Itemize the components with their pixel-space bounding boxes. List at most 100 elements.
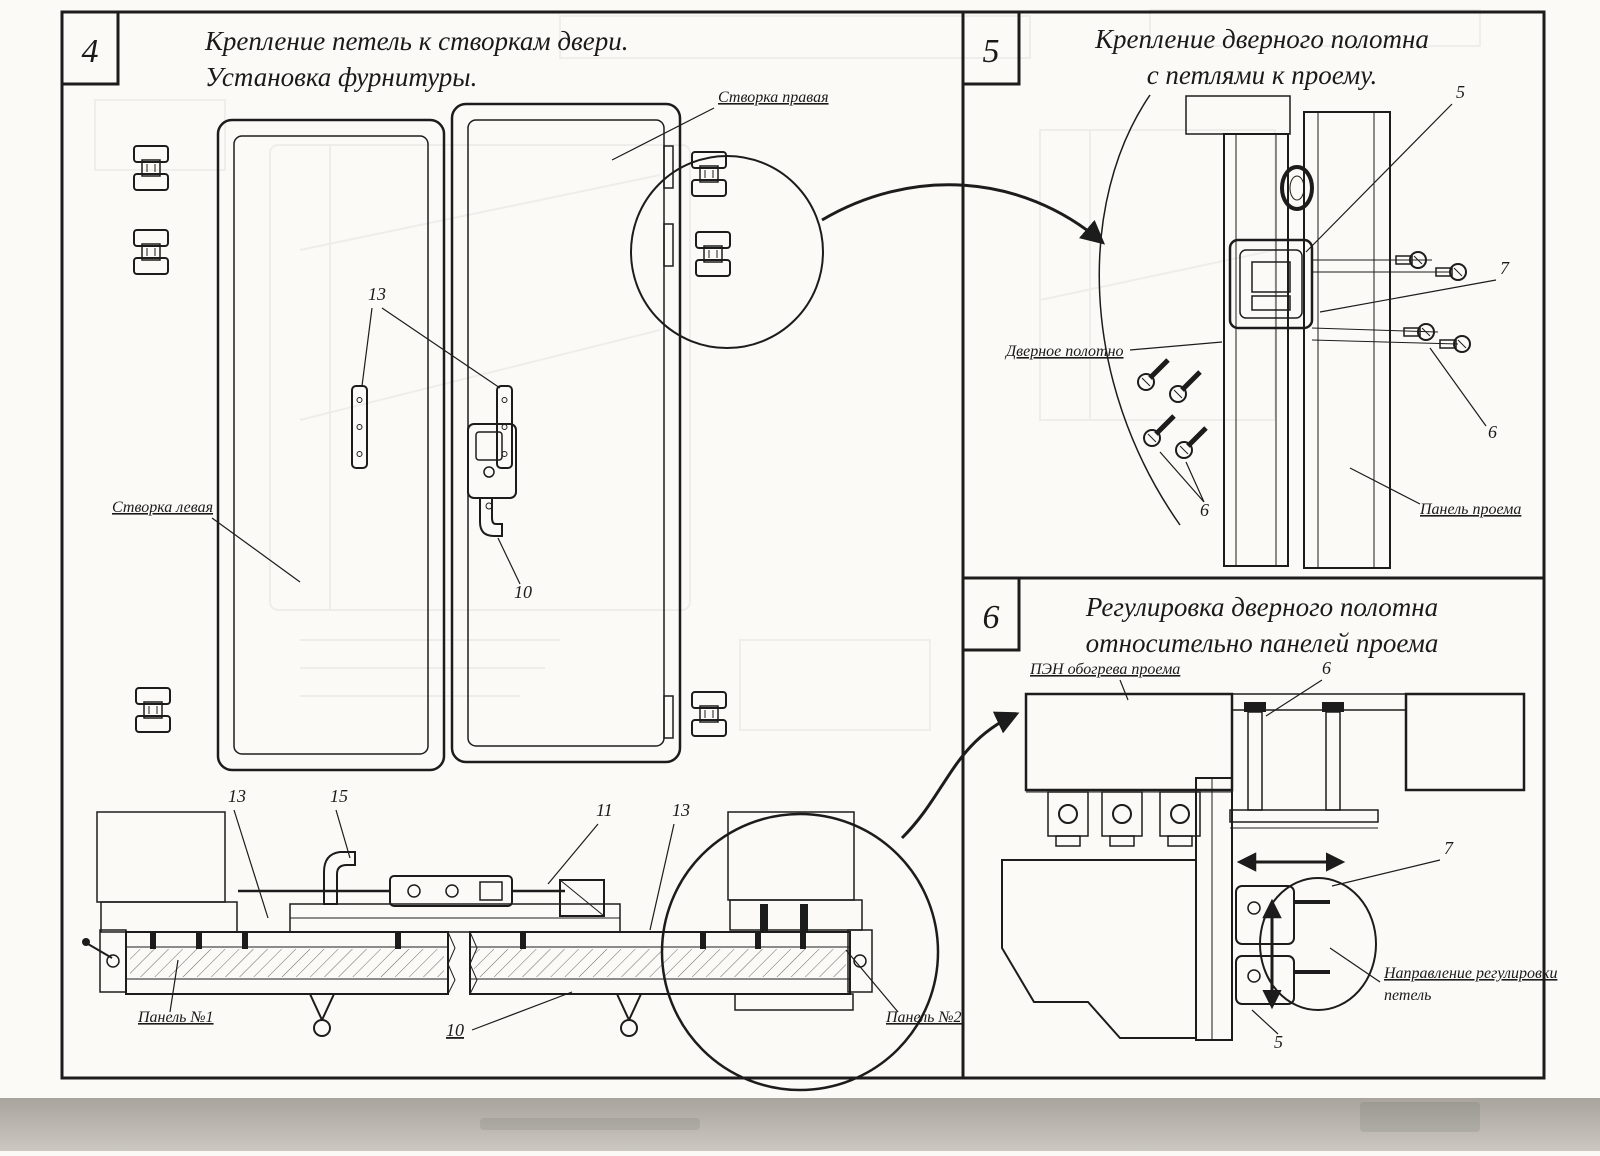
screw-icon — [1403, 323, 1435, 341]
callout-15: 15 — [330, 786, 348, 806]
latch-mechanism — [467, 423, 517, 537]
door-edge-section — [1195, 777, 1233, 1041]
callout-10-bottom: 10 — [446, 1020, 464, 1040]
detail-arrow-to-panel-6 — [900, 711, 1020, 840]
label-adjust-direction-line2: петель — [1384, 987, 1431, 1004]
panel-5-title-line1: Крепление дверного полотна — [1094, 24, 1429, 54]
seal-left — [100, 901, 238, 933]
screw-head — [82, 938, 90, 946]
panel-5-title-line2: с петлями к проему. — [1147, 60, 1378, 90]
break-lines — [447, 931, 478, 995]
detail-arrow-to-panel-5 — [821, 183, 1106, 245]
bolt — [760, 904, 768, 932]
screw-icon — [1439, 335, 1471, 353]
label-opening-panel: Панель проема — [1419, 501, 1521, 518]
callout-7: 7 — [1500, 258, 1510, 278]
callout-6: 6 — [1322, 658, 1331, 678]
label-opening-panel-leader — [1349, 467, 1421, 505]
hinge-edge-mark — [663, 145, 674, 189]
end-bracket-right — [847, 929, 873, 993]
callout-13-right: 13 — [672, 800, 690, 820]
callout-13-left: 13 — [228, 786, 246, 806]
bolt-head — [106, 954, 120, 968]
panel-5-number: 5 — [983, 33, 1000, 70]
hinge-icon — [695, 231, 731, 277]
end-bracket-left — [99, 929, 127, 993]
label-door-leaf-leader — [1129, 341, 1223, 351]
hinge-edge-mark — [663, 695, 674, 739]
label-adjust-direction-leader — [1329, 947, 1381, 983]
label-heater: ПЭН обогрева проема — [1029, 661, 1180, 678]
scanner-edge-strip — [0, 1098, 1600, 1151]
door-leaf-left — [216, 118, 446, 772]
mounting-plate — [1229, 809, 1379, 823]
cross-section — [82, 711, 1020, 1092]
scan-smudge — [1360, 1102, 1480, 1132]
label-leaf-left-leader — [211, 517, 301, 583]
callout-5-leader — [1305, 103, 1453, 253]
panel-4-number-box — [60, 10, 120, 86]
hinge-plate-right — [496, 385, 513, 469]
callout-5-leader — [1251, 1009, 1279, 1035]
label-leaf-left: Створка левая — [112, 499, 213, 516]
callout-10-lock: 10 — [514, 582, 532, 602]
caster-right — [616, 993, 642, 1037]
panel-6-number: 6 — [983, 599, 1000, 636]
hinge-plate-left — [351, 385, 368, 469]
detail-circle-joint — [660, 812, 940, 1092]
heater-block-right — [1404, 692, 1526, 792]
bolt — [800, 904, 808, 932]
panel-5-number-box — [961, 10, 1021, 86]
sheet-frame — [60, 10, 1546, 1080]
label-heater-leader — [1119, 679, 1129, 701]
roller-brackets — [1026, 791, 1232, 847]
hinge-icon — [135, 687, 171, 733]
strike-bracket — [559, 879, 605, 917]
callout-11: 11 — [596, 800, 613, 820]
label-panel-no1-leader — [169, 959, 179, 1013]
callout-6-left-leaders — [1159, 451, 1205, 503]
detail-circle-hinges — [630, 155, 824, 349]
hinge-icon — [133, 145, 169, 191]
top-channel — [1231, 693, 1407, 711]
callout-7: 7 — [1444, 838, 1454, 858]
detail-ellipse — [1259, 877, 1377, 1011]
label-leaf-right: Створка правая — [718, 89, 829, 106]
caster-left — [309, 993, 335, 1037]
panel-section-left — [125, 931, 449, 995]
handle-item-15 — [323, 851, 356, 905]
scan-bleed-through — [94, 9, 1481, 731]
panel-5: 5 Крепление дверного полотна с петлями к… — [961, 10, 1521, 569]
door-leaf-right — [450, 102, 682, 764]
door-leaf-edge — [1185, 95, 1291, 567]
panel-6-number-box — [961, 576, 1021, 652]
callout-10-bottom-leader — [471, 991, 573, 1031]
handle-hole — [1280, 165, 1314, 211]
callout-5: 5 — [1274, 1032, 1283, 1052]
callout-6-left: 6 — [1200, 500, 1209, 520]
label-panel-no2: Панель №2 — [885, 1009, 962, 1026]
callout-7-leader — [1319, 279, 1497, 313]
hinge-icon — [691, 691, 727, 737]
label-door-leaf: Дверное полотно — [1004, 343, 1124, 360]
callout-11-leader — [547, 823, 599, 885]
callout-13-right-leader — [649, 823, 675, 931]
panel-4-title-line1: Крепление петель к створкам двери. — [204, 26, 629, 56]
label-panel-no1: Панель №1 — [137, 1009, 214, 1026]
adjustment-bolt — [1322, 702, 1344, 811]
callout-13-leaders — [361, 307, 501, 389]
bottom-plate-right — [734, 993, 854, 1011]
hinge-edge-mark — [663, 223, 674, 267]
hinge-adjustment-assembly — [1235, 885, 1330, 1005]
label-panel-no2-leader — [845, 949, 899, 1013]
magnified-region-arc — [1098, 94, 1181, 526]
wall-section — [1001, 859, 1197, 1039]
screw-icon — [1395, 251, 1427, 269]
callout-6-right: 6 — [1488, 422, 1497, 442]
panel-4: 4 Крепление петель к створкам двери. Уст… — [60, 10, 1106, 1092]
panel-4-title-line2: Установка фурнитуры. — [205, 62, 477, 92]
callout-15-leader — [335, 809, 351, 859]
panel-6-title-line1: Регулировка дверного полотна — [1085, 592, 1438, 622]
latch-hardware-section — [238, 851, 621, 933]
